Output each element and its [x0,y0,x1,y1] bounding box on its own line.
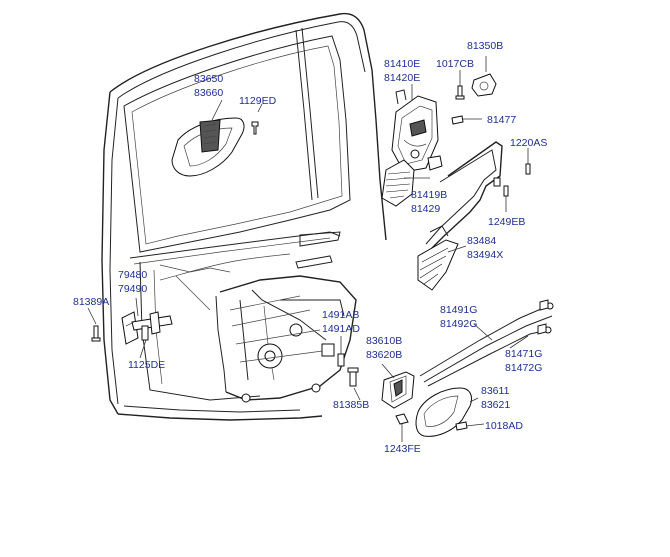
screw-81477-part [451,115,482,125]
label-81492g: 81492G [440,318,477,330]
label-79490: 79490 [118,283,147,295]
screw-1017cb-part [455,85,465,100]
screw-1018ad-part [455,421,468,431]
label-83650: 83650 [194,73,223,85]
label-1018ad: 1018AD [485,420,523,432]
part-labels: 83650 83660 1129ED 81410E 81420E 81350B … [73,40,547,455]
label-1249eb: 1249EB [488,216,525,228]
label-1491ad: 1491AD [322,323,360,335]
screw-81389a-part [91,325,101,342]
label-81420e: 81420E [384,72,420,84]
window-rail-part [425,141,503,253]
label-1129ed: 1129ED [239,95,277,107]
leader-lines [87,70,529,427]
glass-sash-part [417,225,459,291]
label-79480: 79480 [118,269,147,281]
label-81491g: 81491G [440,304,477,316]
label-1220as: 1220AS [510,137,547,149]
label-81410e: 81410E [384,58,420,70]
screw-1129ed-part [251,103,263,135]
label-1017cb: 1017CB [436,58,474,70]
inside-handle-part [171,117,245,177]
label-83610b: 83610B [366,335,402,347]
label-83660: 83660 [194,87,223,99]
screw-1249eb-part [503,185,509,197]
label-81472g: 81472G [505,362,542,374]
label-1125de: 1125DE [128,359,165,371]
screw-81385b-part [347,367,359,387]
door-cable-part [419,299,554,387]
screw-1491ab-part [337,336,345,367]
label-81350b: 81350B [467,40,503,52]
label-83621: 83621 [481,399,510,411]
handle-base-part [381,371,415,409]
screw-1125de-part [141,325,149,341]
label-81477: 81477 [487,114,516,126]
window-regulator-part [215,255,357,403]
label-1491ab: 1491AB [322,309,359,321]
label-1243fe: 1243FE [384,443,421,455]
label-83611: 83611 [481,385,510,397]
door-latch-assembly-part [391,89,439,173]
label-81385b: 81385B [333,399,369,411]
door-actuator-part [381,155,443,207]
label-81471g: 81471G [505,348,542,360]
label-81419b: 81419B [411,189,447,201]
label-81389a: 81389A [73,296,109,308]
label-83620b: 83620B [366,349,402,361]
label-83484: 83484 [467,235,496,247]
screw-1220as-part [525,163,531,175]
rod-clip-81350b-part [471,56,497,97]
label-81429: 81429 [411,203,440,215]
label-83494x: 83494X [467,249,503,261]
screw-1243fe-part [395,413,409,442]
